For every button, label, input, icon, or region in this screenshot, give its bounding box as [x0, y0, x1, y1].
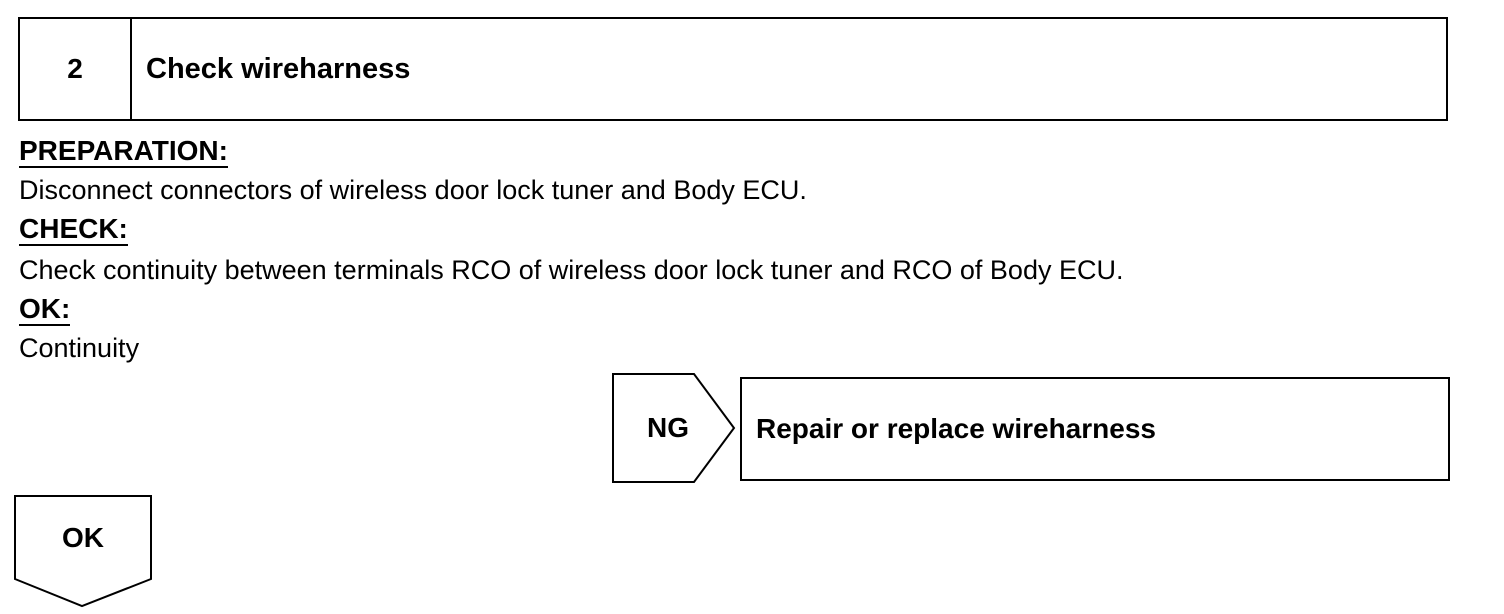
check-heading: CHECK:	[19, 213, 128, 246]
ng-action-text: Repair or replace wireharness	[756, 413, 1156, 444]
step-header: 2 Check wireharness	[18, 17, 1448, 121]
preparation-text: Disconnect connectors of wireless door l…	[19, 175, 807, 205]
step-number: 2	[20, 19, 132, 119]
ok-label: OK	[62, 522, 104, 553]
ok-condition-text: Continuity	[19, 333, 140, 363]
ok-condition-heading: OK:	[19, 293, 71, 326]
check-text: Check continuity between terminals RCO o…	[19, 255, 1124, 285]
ng-action-box: Repair or replace wireharness	[740, 377, 1450, 481]
preparation-heading: PREPARATION:	[19, 135, 228, 168]
ng-label: NG	[647, 412, 689, 443]
ok-arrow-shape	[14, 495, 152, 608]
step-title: Check wireharness	[146, 52, 411, 85]
ng-arrow-shape	[612, 373, 736, 483]
